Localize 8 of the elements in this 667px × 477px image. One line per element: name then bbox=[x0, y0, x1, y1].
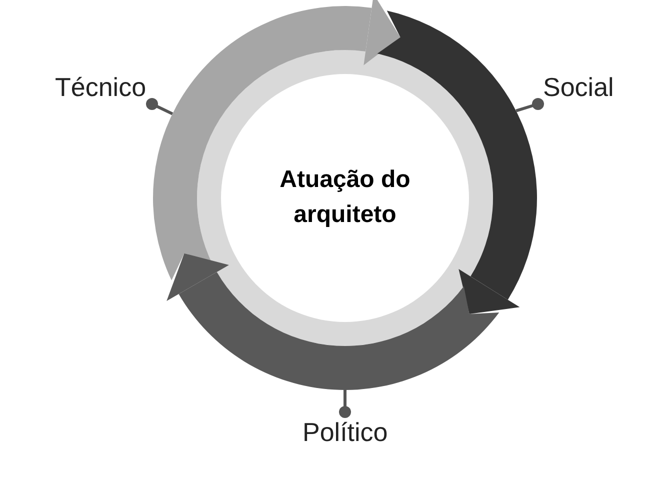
ring-segment bbox=[166, 253, 500, 390]
category-label: Técnico bbox=[55, 72, 146, 103]
leader-line bbox=[146, 98, 174, 116]
center-title: Atuação do arquiteto bbox=[260, 163, 430, 233]
category-label: Político bbox=[302, 417, 388, 448]
leader-line bbox=[516, 98, 544, 112]
category-label: Social bbox=[543, 72, 614, 103]
leader-line bbox=[339, 390, 351, 418]
